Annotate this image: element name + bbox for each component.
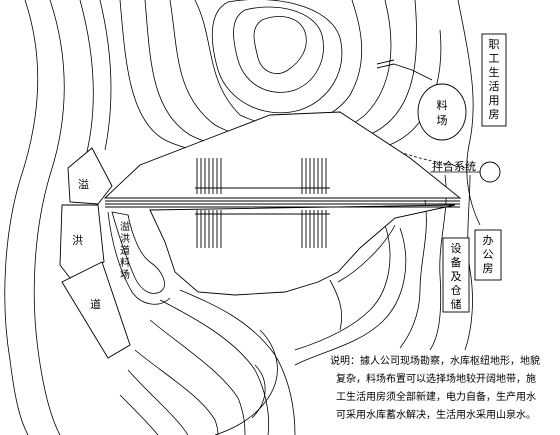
contour-line [294,227,407,366]
contour-line [179,289,296,435]
contour-line [251,364,266,419]
contour-line [211,0,343,114]
spillway-label-3: 道 [90,298,101,311]
contour-line [464,174,473,351]
dam-downstream-face [149,204,456,296]
right-structure-upper [301,158,327,194]
equipment-warehouse-box [442,237,470,313]
contour-line [399,199,427,349]
office-box [474,229,502,281]
contour-line [119,394,159,435]
material-yard-top-outline [417,83,467,141]
mixing-system-circle [479,161,501,183]
spillway-block-upper [67,147,113,205]
contour-line [79,0,94,161]
note-line: 说明：據人公司现场勘察，水库枢纽地形，地貌 [330,356,540,367]
contour-line [329,279,343,331]
contour-line [149,319,246,435]
spillway-label-1: 溢 [78,178,89,191]
access-road-segment [376,59,433,81]
spillway-yard-label: 溢洪道料场 [120,222,130,281]
dam-structures [195,158,330,248]
contour-line [429,174,447,351]
office-label: 办公房 [482,234,494,275]
contour-line [134,349,219,435]
dam-body [103,111,462,296]
contour-line [337,224,396,283]
material-yard-top-label: 料场 [436,99,448,127]
contour-line [127,369,189,435]
note-line: 工生活用房须全部新建，电力自备，生产用水 [336,392,536,403]
staff-housing-label: 职工生活用房 [488,38,500,121]
contour-line [214,329,278,435]
spillway-yard-loop [111,211,165,294]
contour-line [233,6,324,93]
contour-line [99,0,112,151]
left-structure-lower [196,210,222,248]
staff-housing-box [481,33,507,127]
note-line: 复杂，料场布置可以选择场地较开阔地带，施 [336,374,536,385]
left-structure-upper [196,158,222,194]
spillway-yard-outline [107,211,171,305]
contour-line [194,0,363,126]
spillway-yard-loop [107,211,171,305]
spillway [59,147,131,359]
contour-line [33,0,65,435]
spillway-label-2: 洪 [72,234,83,247]
right-structure-lower [301,210,327,248]
dam-upstream-face [103,111,462,199]
contour-line [159,299,270,435]
mixing-system-label: 拌合系统 [432,160,476,173]
contour-line [457,0,481,226]
contour-line [294,224,391,351]
note-line: 可采用水库蓄水解决，生活用水采用山泉水。 [336,410,536,421]
contour-line [253,16,307,74]
equipment-warehouse-label: 设备及仓储 [450,242,462,311]
spillway-block-lower [61,261,131,359]
contour-line [4,0,39,435]
